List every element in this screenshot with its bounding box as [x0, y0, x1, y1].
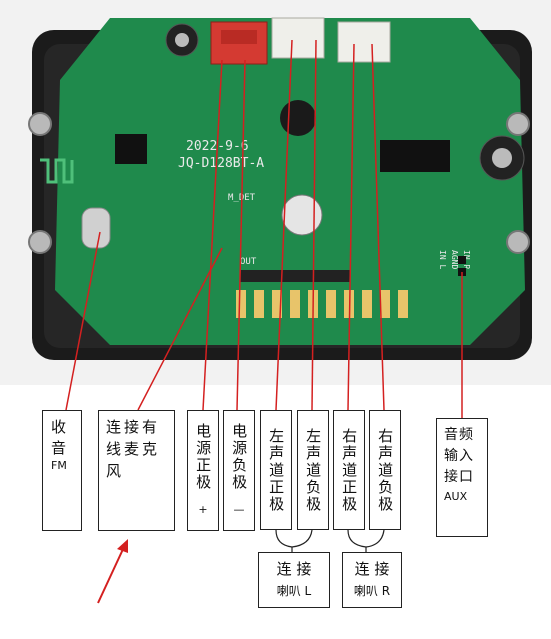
group-speaker-r: 连 接 喇叭 R	[342, 552, 402, 608]
label-r-pos-text: 右声道正极	[340, 427, 359, 513]
label-pwr-pos-text: 电源正极	[194, 423, 213, 491]
label-pwr-pos-sub: +	[198, 503, 208, 516]
inductor	[280, 100, 316, 136]
label-fm-sub: FM	[51, 459, 67, 472]
label-aux-text: 音频输入接口	[444, 427, 474, 485]
crystal	[81, 207, 111, 249]
bracket-right	[347, 529, 385, 548]
label-fm: 收音 FM	[42, 410, 82, 531]
right-capacitor-top	[492, 148, 512, 168]
label-l-pos: 左声道正极	[260, 410, 292, 530]
label-l-pos-text: 左声道正极	[267, 427, 286, 513]
capacitor-top	[175, 33, 189, 47]
right-speaker-connector	[337, 21, 391, 63]
label-mic: 连接有线麦克风	[98, 410, 175, 531]
label-pwr-neg-sub: —	[233, 503, 245, 516]
group-speaker-l-text: 连 接	[276, 560, 312, 578]
left-speaker-connector	[271, 17, 325, 59]
label-pwr-neg-text: 电源负极	[230, 423, 249, 491]
antenna-trace	[40, 158, 74, 184]
label-l-neg-text: 左声道负极	[304, 427, 323, 513]
bracket-left	[275, 529, 313, 548]
silk-date: 2022-9-6	[186, 139, 249, 154]
red-arrow-head	[117, 539, 128, 553]
board-photo: 2022-9-6 JQ-D128BT-A M_DET OUT IN L AGND…	[0, 0, 551, 385]
silk-in-l: IN L	[438, 250, 447, 269]
mounting-screws	[28, 112, 530, 254]
bluetooth-chip	[115, 134, 147, 164]
label-mic-text: 连接有线麦克风	[106, 418, 161, 480]
group-speaker-r-text: 连 接	[354, 560, 390, 578]
label-pwr-neg: 电源负极 —	[223, 410, 255, 531]
silk-model: JQ-D128BT-A	[178, 156, 264, 171]
group-speaker-r-sub: 喇叭 R	[353, 584, 391, 599]
aux-pad	[458, 268, 466, 276]
group-speaker-l-sub: 喇叭 L	[276, 584, 312, 599]
label-l-neg: 左声道负极	[297, 410, 329, 530]
power-connector-slot	[221, 30, 257, 44]
label-aux-sub: AUX	[444, 490, 468, 503]
silk-m-det: M_DET	[228, 193, 256, 203]
label-r-neg-text: 右声道负极	[376, 427, 395, 513]
group-speaker-l: 连 接 喇叭 L	[258, 552, 330, 608]
label-pwr-pos: 电源正极 +	[187, 410, 219, 531]
center-capacitor	[281, 194, 323, 236]
silk-agnd: AGND	[450, 250, 459, 269]
amplifier-chip	[380, 140, 450, 172]
label-aux: 音频输入接口 AUX	[436, 418, 488, 537]
red-arrow	[97, 546, 125, 604]
label-fm-text: 收音	[51, 418, 67, 457]
silk-in-r: IN R	[462, 250, 471, 269]
label-r-pos: 右声道正极	[333, 410, 365, 530]
out-header	[240, 270, 350, 282]
aux-pad	[458, 256, 466, 264]
silk-out: OUT	[240, 257, 257, 267]
label-r-neg: 右声道负极	[369, 410, 401, 530]
